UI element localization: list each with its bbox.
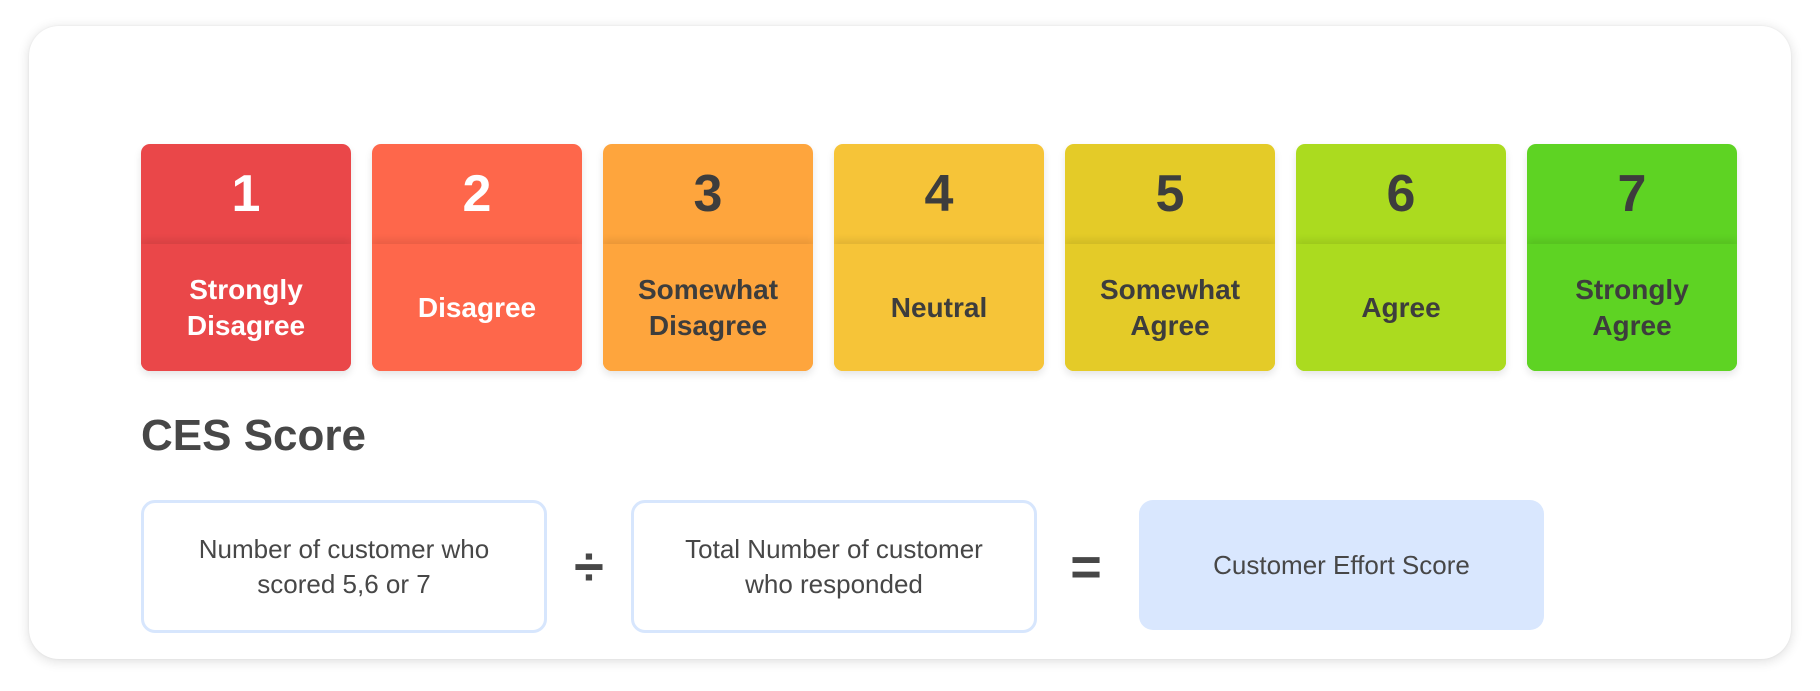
ces-card: 1 Strongly Disagree 2 Disagree 3 Somewha… — [29, 26, 1791, 659]
scale-label: Agree — [1361, 291, 1441, 323]
scale-tile-1: 1 Strongly Disagree — [141, 144, 351, 371]
denominator-box: Total Number of customer who responded — [631, 500, 1037, 633]
scale-tile-7: 7 Strongly Agree — [1527, 144, 1737, 371]
scale-number: 3 — [693, 165, 723, 223]
scale-tile-3: 3 Somewhat Disagree — [603, 144, 813, 371]
scale-number: 2 — [462, 165, 492, 223]
scale-tile-5: 5 Somewhat Agree — [1065, 144, 1275, 371]
numerator-box: Number of customer who scored 5,6 or 7 — [141, 500, 547, 633]
divide-symbol: ÷ — [574, 536, 604, 597]
scale-number: 5 — [1155, 165, 1185, 223]
scale-label: Somewhat Agree — [1099, 273, 1241, 341]
equals-symbol: = — [1070, 536, 1102, 597]
scale-tile-4: 4 Neutral — [834, 144, 1044, 371]
scale-label: Neutral — [890, 291, 988, 323]
scale-number: 4 — [924, 165, 954, 223]
scale-label: Strongly Disagree — [186, 273, 306, 341]
scale-tile-6: 6 Agree — [1296, 144, 1506, 371]
scale-label: Strongly Agree — [1575, 273, 1689, 341]
scale-number: 6 — [1386, 165, 1416, 223]
ces-score-title: CES Score — [141, 411, 366, 460]
scale-number: 7 — [1617, 165, 1647, 223]
scale-tile-2: 2 Disagree — [372, 144, 582, 371]
scale-label: Somewhat Disagree — [637, 273, 779, 341]
scale-number: 1 — [231, 165, 261, 223]
likert-scale: 1 Strongly Disagree 2 Disagree 3 Somewha… — [141, 144, 1737, 371]
result-box: Customer Effort Score — [1139, 500, 1544, 630]
scale-label: Disagree — [417, 291, 537, 323]
